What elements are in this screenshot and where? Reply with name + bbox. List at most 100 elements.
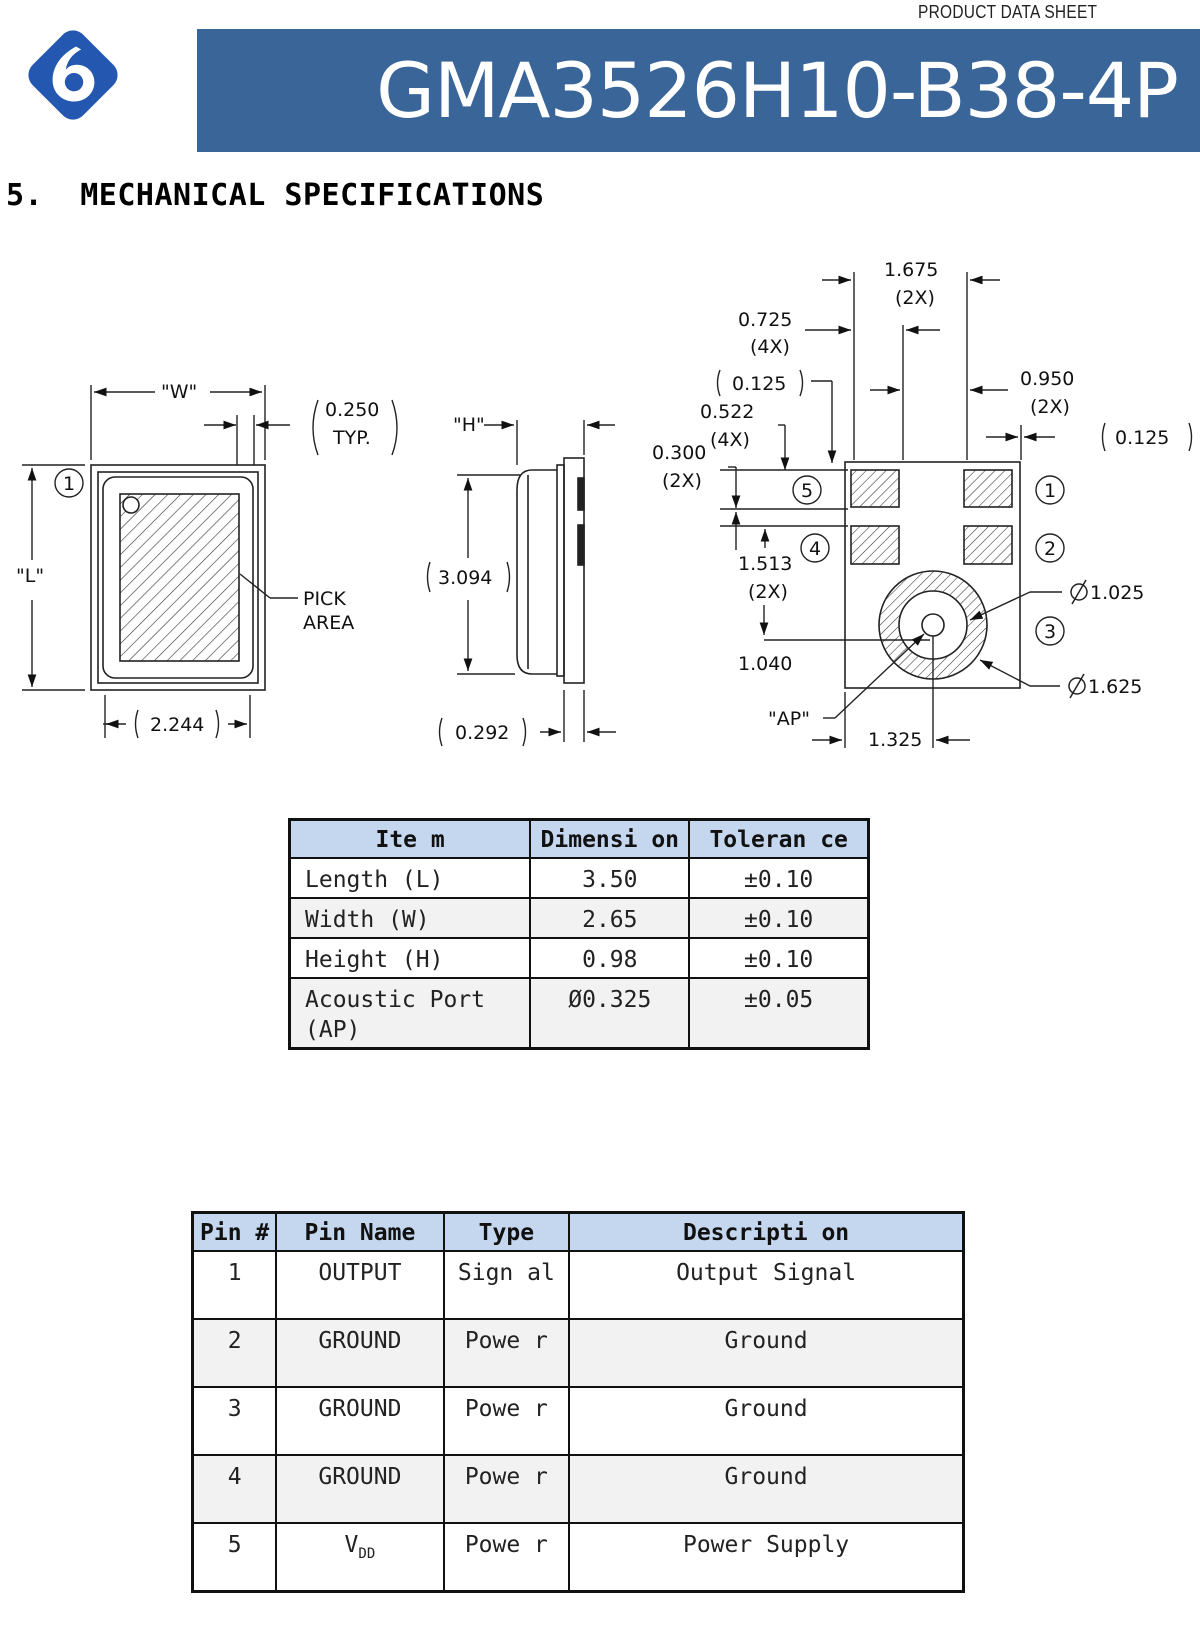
- dim-2244: 2.244: [150, 714, 204, 736]
- label-l: "L": [16, 565, 44, 587]
- label-w: "W": [161, 381, 197, 403]
- dim-0300-qty: (2X): [662, 470, 702, 492]
- cell-description: Output Signal: [568, 1250, 965, 1320]
- dim-3094: 3.094: [438, 567, 492, 589]
- dim-0950: 0.950: [1020, 368, 1074, 390]
- dim-dia-1625: 1.625: [1088, 676, 1142, 698]
- header-type: Type: [442, 1211, 571, 1252]
- vdd-label: V: [344, 1532, 359, 1558]
- dim-0522-qty: (4X): [710, 429, 750, 451]
- diameter-symbol-icon: [1068, 579, 1088, 699]
- cell-description: Ground: [568, 1454, 965, 1524]
- cell-pin-number: 2: [191, 1318, 278, 1388]
- cell-pin-name: OUTPUT: [275, 1250, 445, 1320]
- cell-pin-name: GROUND: [275, 1386, 445, 1456]
- cell-item: Width (W): [288, 897, 532, 939]
- pin-marker-1: 1: [1044, 480, 1056, 502]
- table-row: Height (H) 0.98 ±0.10: [288, 937, 870, 979]
- table-row: 1 OUTPUT Sign al Output Signal: [191, 1250, 965, 1320]
- dim-0292: 0.292: [455, 722, 509, 744]
- pin-marker-2: 2: [1044, 538, 1056, 560]
- company-logo: [28, 30, 118, 120]
- table-row: Acoustic Port (AP) Ø0.325 ±0.05: [288, 977, 870, 1050]
- table-row: 2 GROUND Powe r Ground: [191, 1318, 965, 1388]
- dim-1675-qty: (2X): [895, 287, 935, 309]
- cell-item: Height (H): [288, 937, 532, 979]
- cell-tolerance: ±0.05: [688, 977, 870, 1050]
- dim-0125-a: 0.125: [732, 373, 786, 395]
- bottom-view-labels: 1.675 (2X) 0.725 (4X) 0.125 0.522 (4X) 0…: [652, 259, 1169, 751]
- cell-item: Acoustic Port (AP): [288, 977, 532, 1050]
- vdd-subscript: DD: [358, 1546, 376, 1562]
- dimensions-table-header: Ite m Dimensi on Toleran ce: [288, 818, 870, 859]
- cell-dimension: Ø0.325: [529, 977, 691, 1050]
- cell-type: Sign al: [442, 1250, 571, 1320]
- header-pin-number: Pin #: [191, 1211, 278, 1252]
- cell-description: Ground: [568, 1386, 965, 1456]
- header-pin-name: Pin Name: [275, 1211, 445, 1252]
- table-row: 3 GROUND Powe r Ground: [191, 1386, 965, 1456]
- cell-description: Power Supply: [568, 1522, 965, 1592]
- cell-dimension: 2.65: [529, 897, 691, 939]
- header-dimension: Dimensi on: [529, 818, 691, 859]
- header-description: Descripti on: [568, 1211, 965, 1252]
- dim-0125-b: 0.125: [1115, 427, 1169, 449]
- cell-tolerance: ±0.10: [688, 857, 870, 899]
- dim-1325: 1.325: [868, 729, 922, 751]
- dim-dia-1025: 1.025: [1090, 582, 1144, 604]
- dim-0300: 0.300: [652, 442, 706, 464]
- dimensions-table: Ite m Dimensi on Toleran ce Length (L) 3…: [288, 818, 870, 1050]
- dim-1675: 1.675: [884, 259, 938, 281]
- dim-0950-qty: (2X): [1030, 396, 1070, 418]
- dim-1513-qty: (2X): [748, 581, 788, 603]
- table-row: 4 GROUND Powe r Ground: [191, 1454, 965, 1524]
- dim-1040: 1.040: [738, 653, 792, 675]
- pin-marker-4: 4: [809, 538, 821, 560]
- table-row: Width (W) 2.65 ±0.10: [288, 897, 870, 939]
- pin1-marker-top: 1: [63, 473, 75, 495]
- cell-type: Powe r: [442, 1386, 571, 1456]
- pin-table-header: Pin # Pin Name Type Descripti on: [191, 1211, 965, 1252]
- header-tolerance: Toleran ce: [688, 818, 870, 859]
- label-ap: "AP": [768, 708, 810, 730]
- cell-pin-number: 3: [191, 1386, 278, 1456]
- cell-description: Ground: [568, 1318, 965, 1388]
- label-h: "H": [453, 414, 485, 436]
- cell-type: Powe r: [442, 1454, 571, 1524]
- cell-dimension: 0.98: [529, 937, 691, 979]
- cell-pin-name: GROUND: [275, 1318, 445, 1388]
- dim-0725-qty: (4X): [750, 336, 790, 358]
- header-item: Ite m: [288, 818, 532, 859]
- cell-tolerance: ±0.10: [688, 897, 870, 939]
- cell-item: Length (L): [288, 857, 532, 899]
- dim-0522: 0.522: [700, 401, 754, 423]
- top-view-labels: "W" "L" 0.250 TYP. PICK AREA 2.244 1: [16, 381, 379, 736]
- label-typ: TYP.: [332, 427, 371, 449]
- pin-marker-5: 5: [801, 480, 813, 502]
- label-area: AREA: [303, 612, 354, 634]
- cell-type: Powe r: [442, 1318, 571, 1388]
- pin-markers: 5 4 1 2 3: [792, 475, 1065, 646]
- cell-type: Powe r: [442, 1522, 571, 1592]
- cell-tolerance: ±0.10: [688, 937, 870, 979]
- cell-pin-number: 5: [191, 1522, 278, 1592]
- cell-pin-number: 4: [191, 1454, 278, 1524]
- pin-table: Pin # Pin Name Type Descripti on 1 OUTPU…: [191, 1211, 965, 1593]
- side-view: [516, 457, 585, 684]
- cell-dimension: 3.50: [529, 857, 691, 899]
- top-view: [90, 464, 266, 691]
- label-pick: PICK: [303, 588, 346, 610]
- pin-marker-3: 3: [1044, 621, 1056, 643]
- table-row: Length (L) 3.50 ±0.10: [288, 857, 870, 899]
- part-number-title: GMA3526H10-B38-4P: [376, 46, 1179, 135]
- cell-pin-name: GROUND: [275, 1454, 445, 1524]
- mechanical-drawing: "W" "L" 0.250 TYP. PICK AREA 2.244 1: [16, 259, 1193, 751]
- cell-pin-number: 1: [191, 1250, 278, 1320]
- title-banner: GMA3526H10-B38-4P: [197, 29, 1200, 152]
- document-type-label: PRODUCT DATA SHEET: [918, 2, 1098, 22]
- dim-0250: 0.250: [325, 399, 379, 421]
- section-heading: 5. MECHANICAL SPECIFICATIONS: [6, 178, 545, 213]
- dim-0725: 0.725: [738, 309, 792, 331]
- cell-pin-name: VDD: [275, 1522, 445, 1592]
- bottom-view: [844, 461, 1021, 689]
